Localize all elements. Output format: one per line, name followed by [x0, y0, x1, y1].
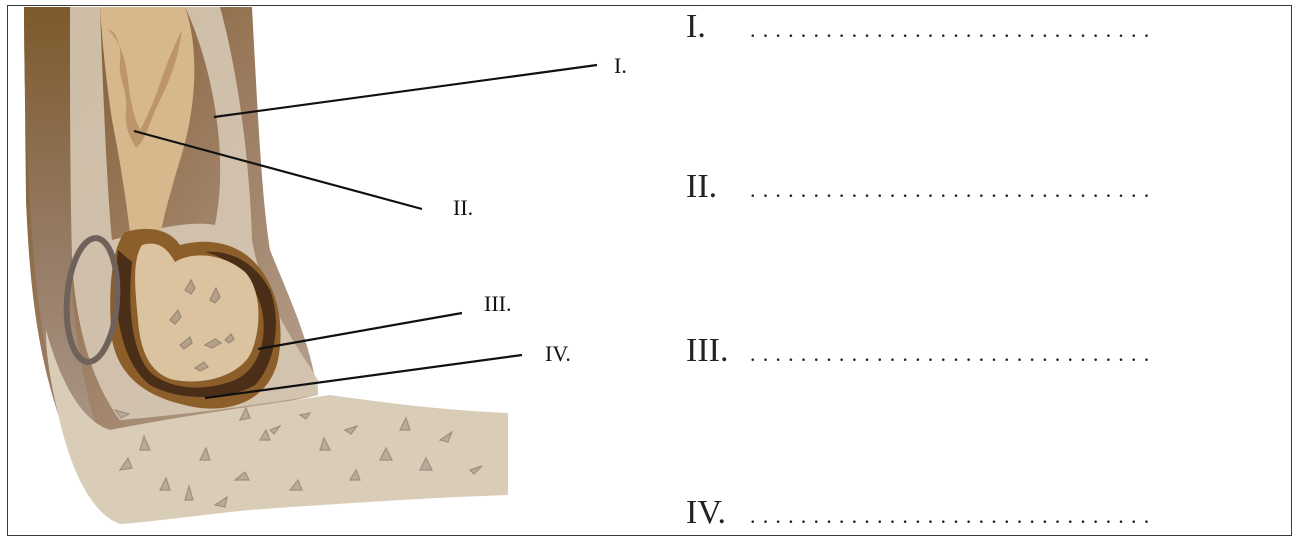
- answer-label-I: I.: [686, 8, 706, 45]
- leader-line-IV: [204, 353, 523, 400]
- ring-structure: [63, 235, 121, 365]
- leader-line-I: [213, 63, 598, 119]
- marrow-cavity: [108, 29, 182, 148]
- answer-row-III: III. ................................: [686, 332, 1246, 372]
- answer-label-III: III.: [686, 332, 729, 369]
- callout-label-III: III.: [484, 291, 511, 316]
- cell-glyphs: [169, 278, 235, 372]
- answer-row-I: I. ................................: [686, 8, 1246, 48]
- answer-blank-I[interactable]: ................................: [750, 17, 1157, 42]
- leader-line-III: [257, 311, 463, 351]
- callout-label-I: I.: [614, 53, 627, 78]
- answer-row-IV: IV. ................................: [686, 494, 1246, 534]
- answer-label-II: II.: [686, 168, 718, 205]
- leader-lines: [133, 63, 598, 400]
- callout-label-IV: IV.: [545, 341, 571, 366]
- bone-head: [135, 243, 259, 382]
- answer-blank-IV[interactable]: ................................: [750, 503, 1157, 528]
- answer-label-IV: IV.: [686, 494, 726, 531]
- fibrous-cell-glyphs: [113, 406, 483, 508]
- callout-label-II: II.: [453, 195, 473, 220]
- leader-line-II: [133, 129, 423, 211]
- answer-blank-III[interactable]: ................................: [750, 341, 1157, 366]
- answer-blank-II[interactable]: ................................: [750, 177, 1157, 202]
- answer-row-II: II. ................................: [686, 168, 1246, 208]
